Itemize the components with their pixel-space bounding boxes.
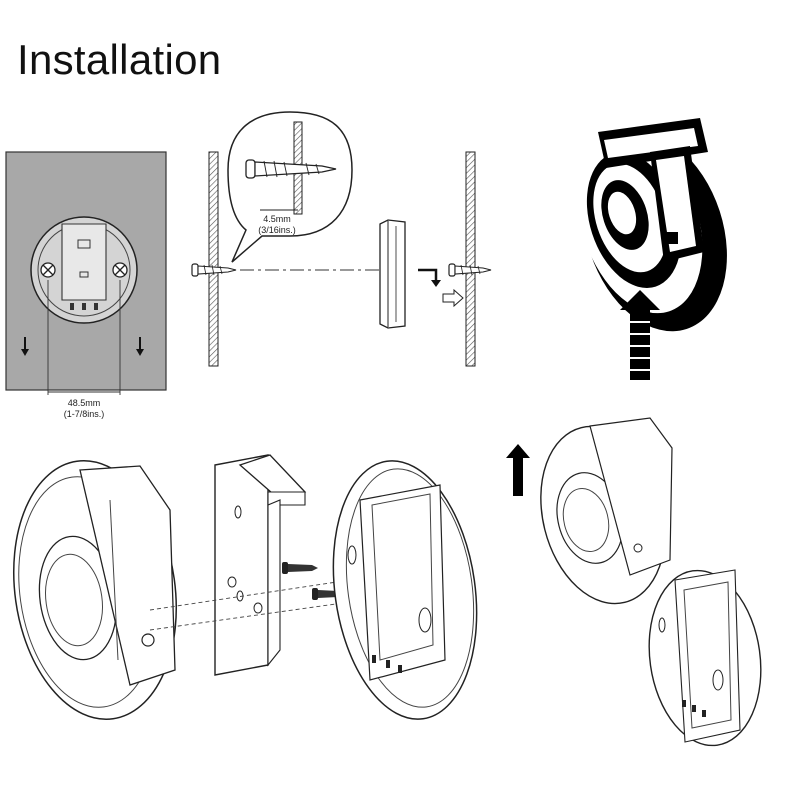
mounting-bracket bbox=[214, 454, 307, 676]
wall-screw-right-icon bbox=[448, 263, 492, 277]
device-rear-unit bbox=[332, 460, 478, 720]
diagram-title: Installation bbox=[17, 36, 222, 83]
assembly-guide-line-lower bbox=[149, 601, 351, 631]
down-arrow-left-icon bbox=[21, 337, 29, 356]
hole-spacing-imperial: (1-7/8ins.) bbox=[64, 409, 105, 419]
wall-cross-section-right bbox=[465, 151, 476, 367]
screw-hole-left-icon bbox=[40, 262, 56, 278]
screw-detail-icon bbox=[245, 159, 337, 179]
hole-spacing-metric: 48.5mm bbox=[68, 398, 101, 408]
device-mount-silhouette bbox=[577, 118, 727, 332]
mounting-screw-upper-icon bbox=[282, 562, 318, 574]
slide-arrow-icon bbox=[418, 268, 464, 308]
hole-spacing-dimension: 48.5mm (1-7/8ins.) bbox=[47, 280, 121, 419]
screw-gap-imperial: (3/16ins.) bbox=[258, 225, 296, 235]
screw-hole-right-icon bbox=[112, 262, 128, 278]
wall-screw-left-icon bbox=[191, 263, 237, 277]
wall-cross-section-left bbox=[208, 151, 219, 367]
up-arrow-bold-icon bbox=[620, 290, 660, 380]
screw-detail-callout: 4.5mm (3/16ins.) bbox=[227, 111, 353, 263]
wall-plate-panel bbox=[5, 151, 167, 391]
up-arrow-icon bbox=[506, 444, 530, 496]
device-front-unit bbox=[12, 460, 178, 720]
down-arrow-right-icon bbox=[136, 337, 144, 356]
bracket-side-profile bbox=[379, 219, 406, 329]
device-base-unit bbox=[648, 569, 762, 747]
device-unit-lifted bbox=[540, 417, 673, 605]
screw-gap-metric: 4.5mm bbox=[263, 214, 291, 224]
assembly-guide-line-upper bbox=[149, 579, 351, 611]
